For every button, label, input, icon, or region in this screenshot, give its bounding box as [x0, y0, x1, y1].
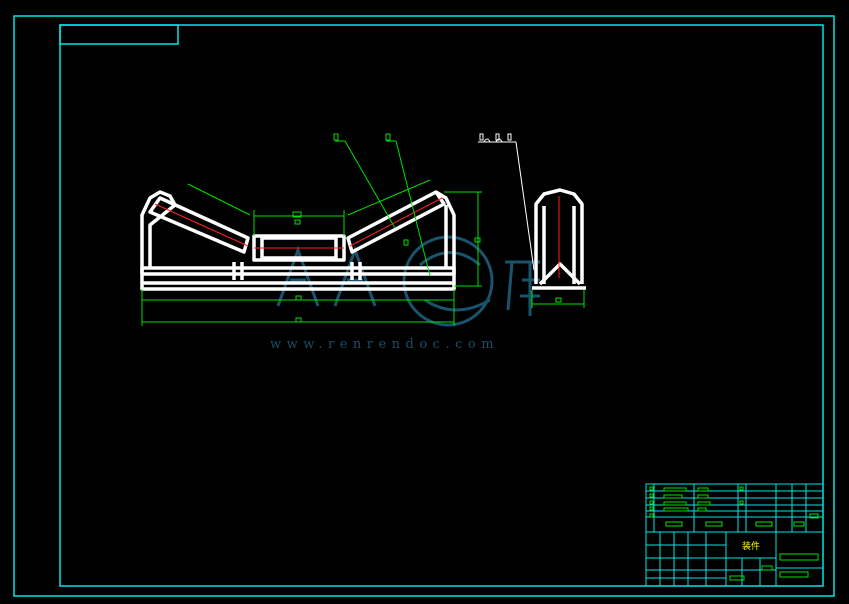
side-leader — [478, 133, 535, 271]
title-block-entries — [649, 486, 819, 581]
idler-side-view — [532, 188, 586, 290]
watermark-logo — [276, 235, 540, 327]
title-block — [645, 483, 824, 587]
watermark-url: www.renrendoc.com — [270, 337, 500, 352]
drawing-border — [13, 15, 835, 597]
idler-front-view — [140, 190, 456, 291]
side-dimensions — [531, 290, 585, 308]
idler-centerlines — [154, 197, 443, 249]
front-dimensions — [141, 133, 482, 326]
title-block-name: 装件 — [742, 542, 761, 552]
